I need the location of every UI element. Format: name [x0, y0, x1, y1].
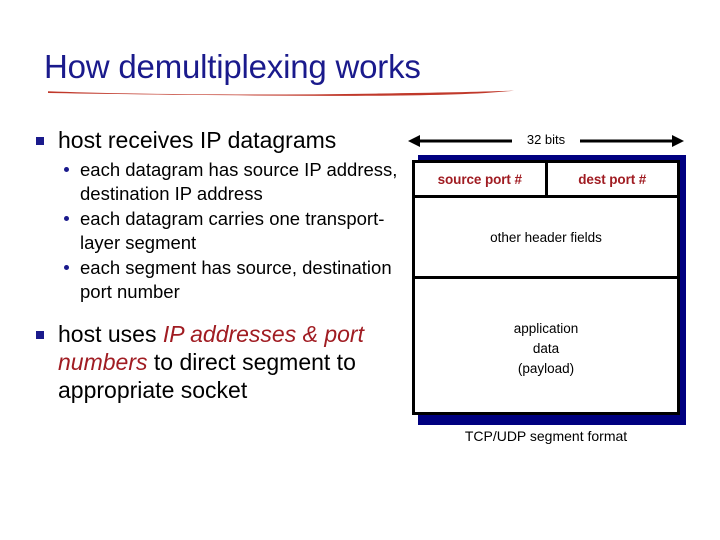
dot-bullet-icon	[64, 216, 69, 221]
sub-bullet-item: each segment has source, destination por…	[58, 256, 410, 304]
sub-bullet-text: each segment has source, destination por…	[80, 257, 392, 302]
dot-bullet-icon	[64, 167, 69, 172]
sub-bullet-item: each datagram has source IP address, des…	[58, 158, 410, 206]
sub-bullet-text: each datagram has source IP address, des…	[80, 159, 398, 204]
bullet-text-tail: to direct segment to appropriate socket	[58, 349, 356, 403]
title-underline-decoration	[48, 90, 514, 96]
sub-bullet-item: each datagram carries one transport-laye…	[58, 207, 410, 255]
title-area: How demultiplexing works	[44, 48, 664, 100]
app-data-line-1: application	[513, 320, 579, 336]
square-bullet-icon	[36, 137, 44, 145]
sub-bullet-text: each datagram carries one transport-laye…	[80, 208, 385, 253]
app-data-line-2: data	[532, 340, 560, 356]
width-arrow-icon	[408, 135, 684, 147]
bullet-text-emphasis: IP addresses & port numbers	[58, 321, 364, 375]
bullet-text-lead: host uses	[58, 321, 163, 347]
bit-width-label: 32 bits	[526, 132, 566, 147]
port-row: source port # dest port #	[415, 163, 677, 198]
dest-port-cell: dest port #	[578, 171, 647, 187]
bullet-item-host-uses: host uses IP addresses & port numbers to…	[30, 320, 410, 404]
application-data-cell: application data (payload)	[415, 279, 677, 418]
bullet-item-host-receives: host receives IP datagrams	[30, 126, 410, 154]
bullet-text: host receives IP datagrams	[58, 127, 337, 153]
dot-bullet-icon	[64, 265, 69, 270]
source-port-cell: source port #	[415, 163, 548, 195]
other-header-fields-cell: other header fields	[415, 198, 677, 279]
page-title: How demultiplexing works	[44, 48, 421, 85]
bullet-list: host receives IP datagrams each datagram…	[30, 126, 410, 406]
square-bullet-icon	[36, 331, 44, 339]
app-data-line-3: (payload)	[517, 360, 575, 376]
sub-bullet-list: each datagram has source IP address, des…	[58, 158, 410, 304]
segment-format-diagram: 32 bits source port # dest port # other …	[408, 130, 698, 460]
segment-box: source port # dest port # other header f…	[412, 160, 680, 415]
diagram-caption: TCP/UDP segment format	[464, 428, 628, 444]
